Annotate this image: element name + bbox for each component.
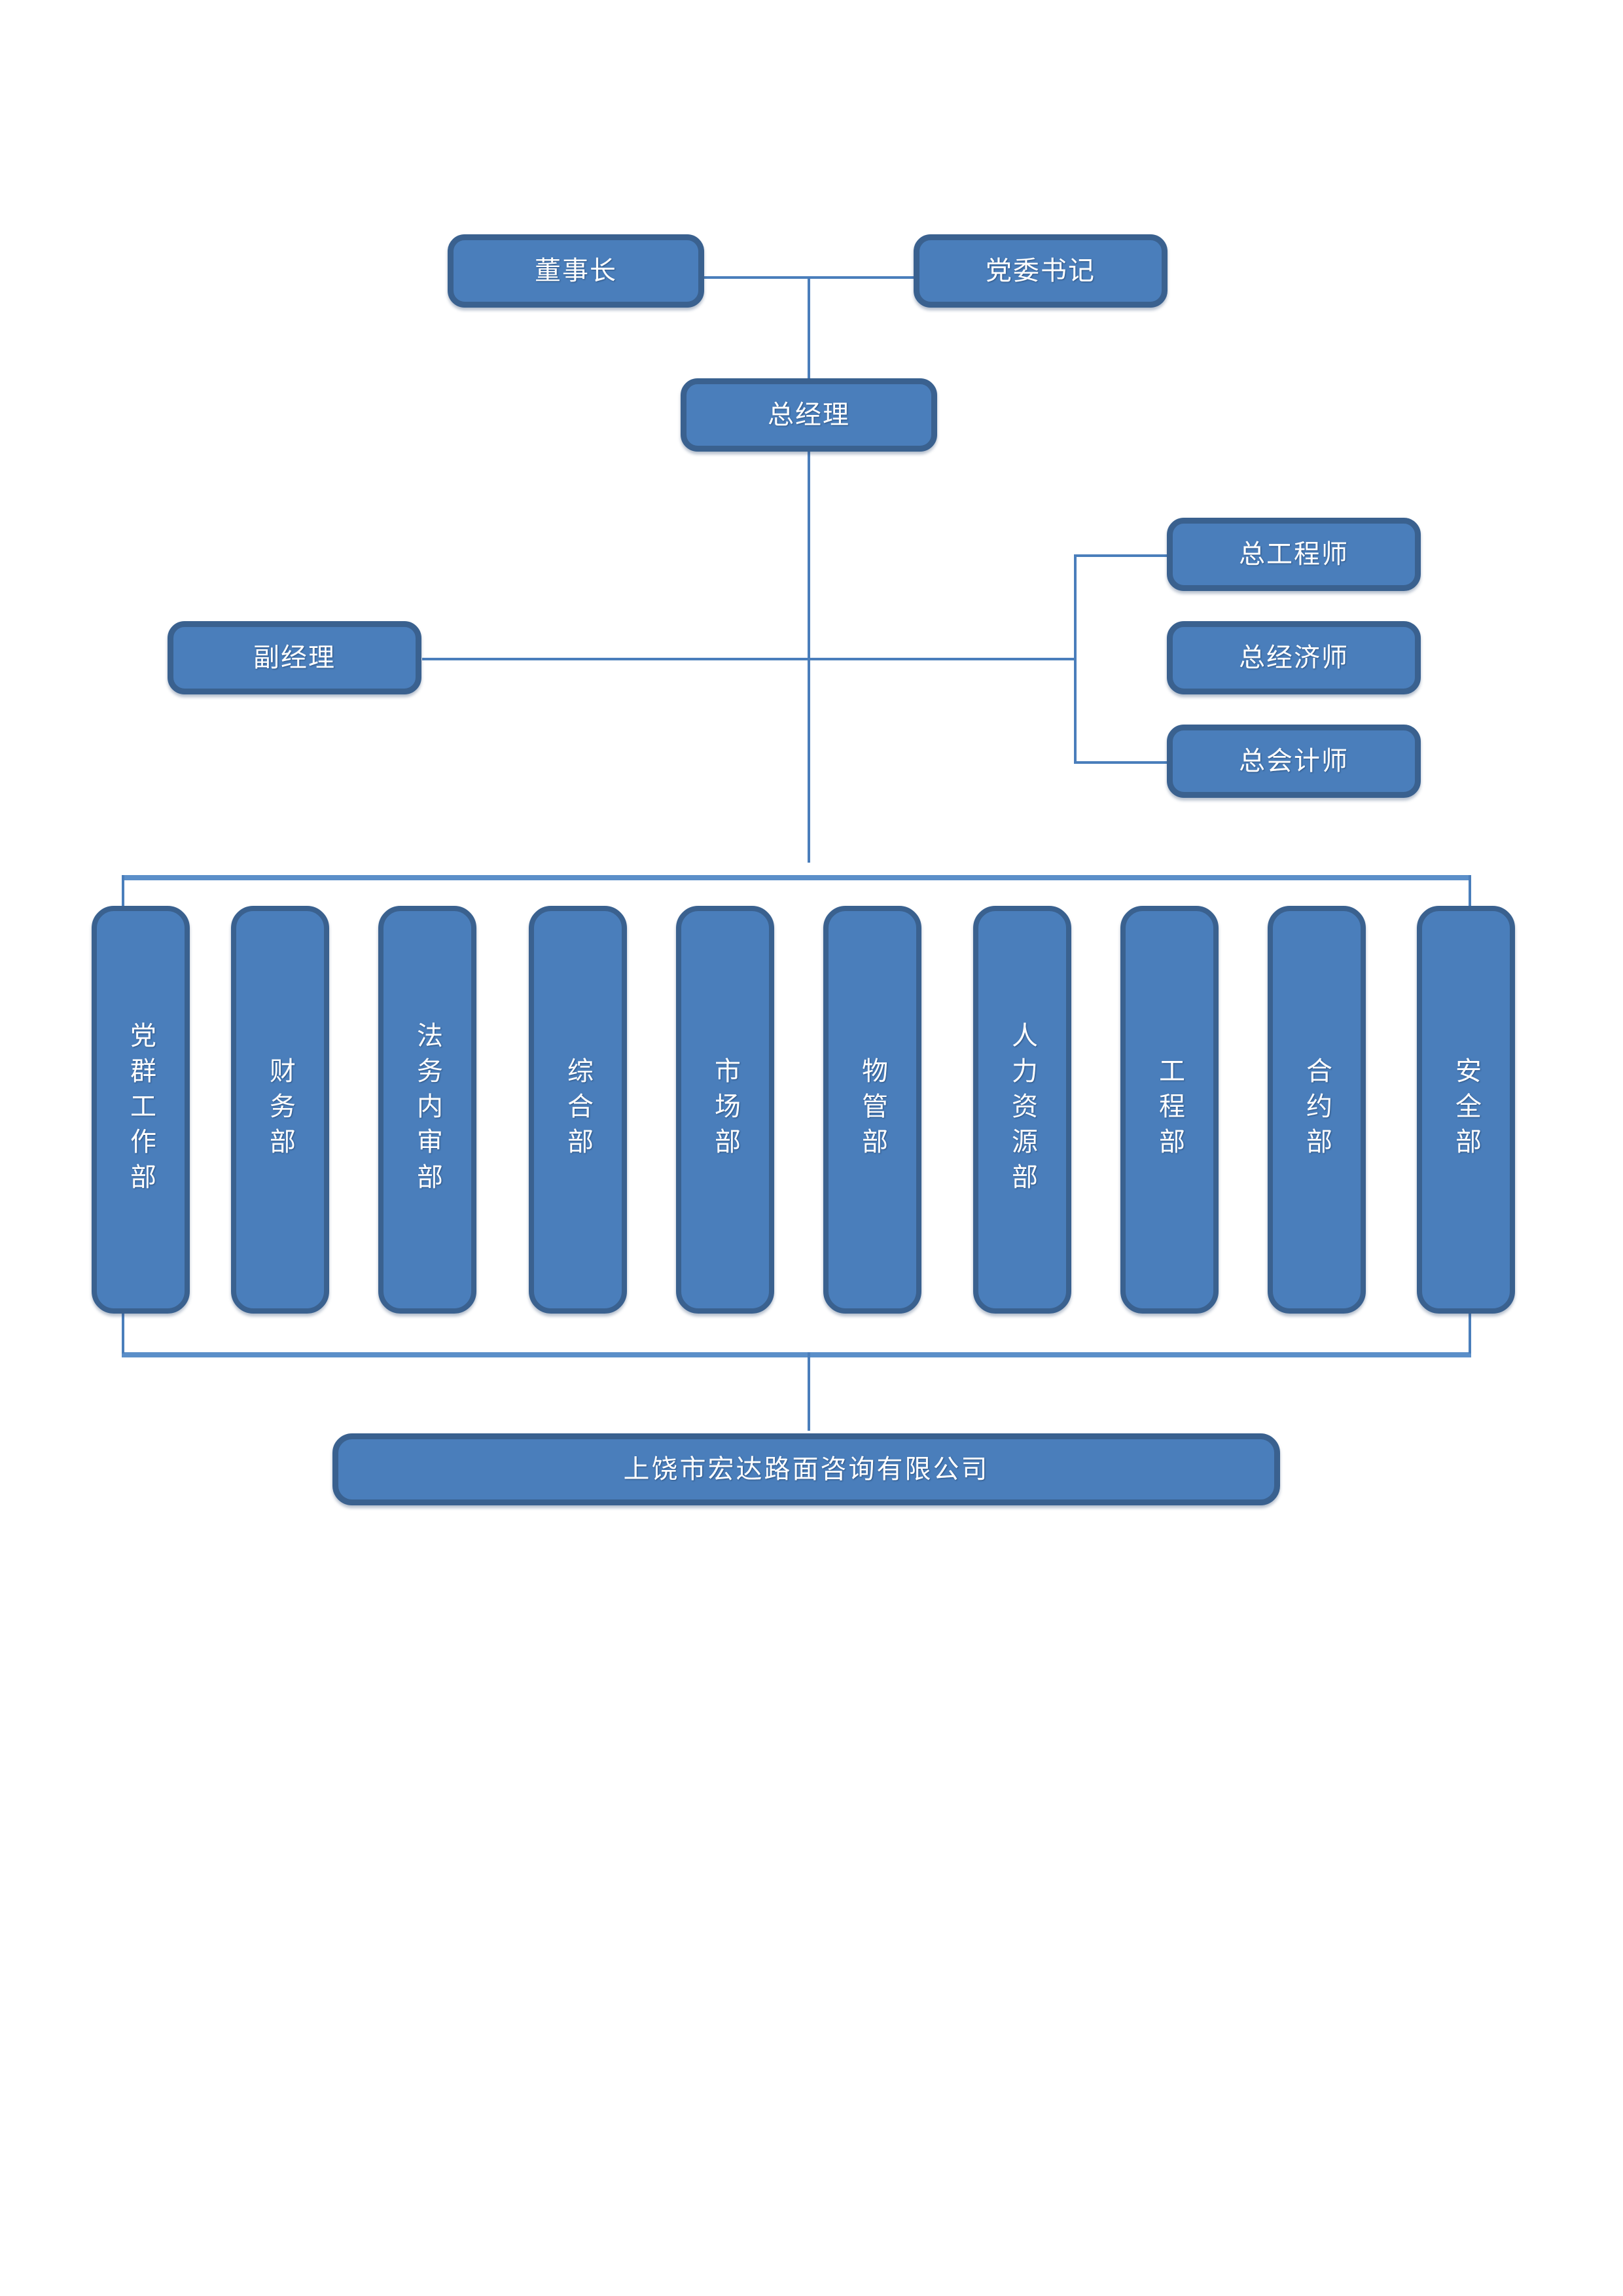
connector-bracket-to-company — [808, 1352, 810, 1431]
node-department-finance[interactable]: 财务部 — [231, 906, 329, 1314]
department-label: 物管部 — [858, 1056, 887, 1163]
node-deputy-manager[interactable]: 副经理 — [168, 621, 421, 694]
connector-main-spine — [808, 450, 810, 863]
connector-chief-officers-bracket — [1074, 554, 1077, 764]
node-department-legal-audit[interactable]: 法务内审部 — [378, 906, 476, 1314]
node-department-human-resources[interactable]: 人力资源部 — [973, 906, 1071, 1314]
node-department-contract[interactable]: 合约部 — [1268, 906, 1366, 1314]
department-bracket-top — [122, 875, 1471, 880]
department-bracket-bottom-left-rise — [122, 1313, 124, 1354]
node-chief-accountant-label: 总会计师 — [1239, 746, 1349, 776]
connector-to-chief-accountant — [1074, 761, 1167, 764]
node-department-general-affairs[interactable]: 综合部 — [529, 906, 627, 1314]
node-chief-accountant[interactable]: 总会计师 — [1167, 725, 1421, 798]
department-label: 财务部 — [266, 1056, 295, 1163]
department-bracket-bottom — [122, 1352, 1471, 1357]
node-chief-engineer[interactable]: 总工程师 — [1167, 518, 1421, 591]
department-label: 综合部 — [563, 1056, 593, 1163]
department-bracket-bottom-right-rise — [1469, 1313, 1471, 1354]
department-label: 工程部 — [1155, 1056, 1185, 1163]
node-department-property-management[interactable]: 物管部 — [823, 906, 921, 1314]
department-label: 安全部 — [1452, 1056, 1481, 1163]
node-chairman-label: 董事长 — [535, 256, 617, 285]
node-department-engineering[interactable]: 工程部 — [1120, 906, 1219, 1314]
node-chief-economist-label: 总经济师 — [1239, 643, 1349, 672]
node-general-manager[interactable]: 总经理 — [681, 378, 937, 452]
department-label: 法务内审部 — [413, 1021, 442, 1198]
node-company-label: 上饶市宏达路面咨询有限公司 — [623, 1454, 990, 1484]
department-label: 人力资源部 — [1008, 1021, 1037, 1198]
node-company-name[interactable]: 上饶市宏达路面咨询有限公司 — [332, 1433, 1280, 1505]
node-chief-economist[interactable]: 总经济师 — [1167, 621, 1421, 694]
node-department-safety[interactable]: 安全部 — [1417, 906, 1515, 1314]
node-deputy-manager-label: 副经理 — [253, 643, 336, 672]
node-party-secretary-label: 党委书记 — [986, 256, 1096, 285]
department-bracket-top-right-drop — [1469, 875, 1471, 914]
node-department-party-affairs[interactable]: 党群工作部 — [92, 906, 190, 1314]
department-label: 合约部 — [1302, 1056, 1332, 1163]
node-chairman[interactable]: 董事长 — [448, 234, 704, 308]
node-party-secretary[interactable]: 党委书记 — [914, 234, 1168, 308]
node-general-manager-label: 总经理 — [768, 400, 850, 429]
connector-deputy-to-spine — [422, 658, 1077, 660]
node-department-marketing[interactable]: 市场部 — [676, 906, 774, 1314]
node-chief-engineer-label: 总工程师 — [1239, 539, 1349, 569]
department-label: 党群工作部 — [126, 1021, 156, 1198]
connector-spine-to-general-manager — [808, 276, 810, 379]
connector-to-chief-engineer — [1074, 554, 1167, 557]
department-label: 市场部 — [711, 1056, 740, 1163]
department-bracket-top-left-drop — [122, 875, 124, 914]
